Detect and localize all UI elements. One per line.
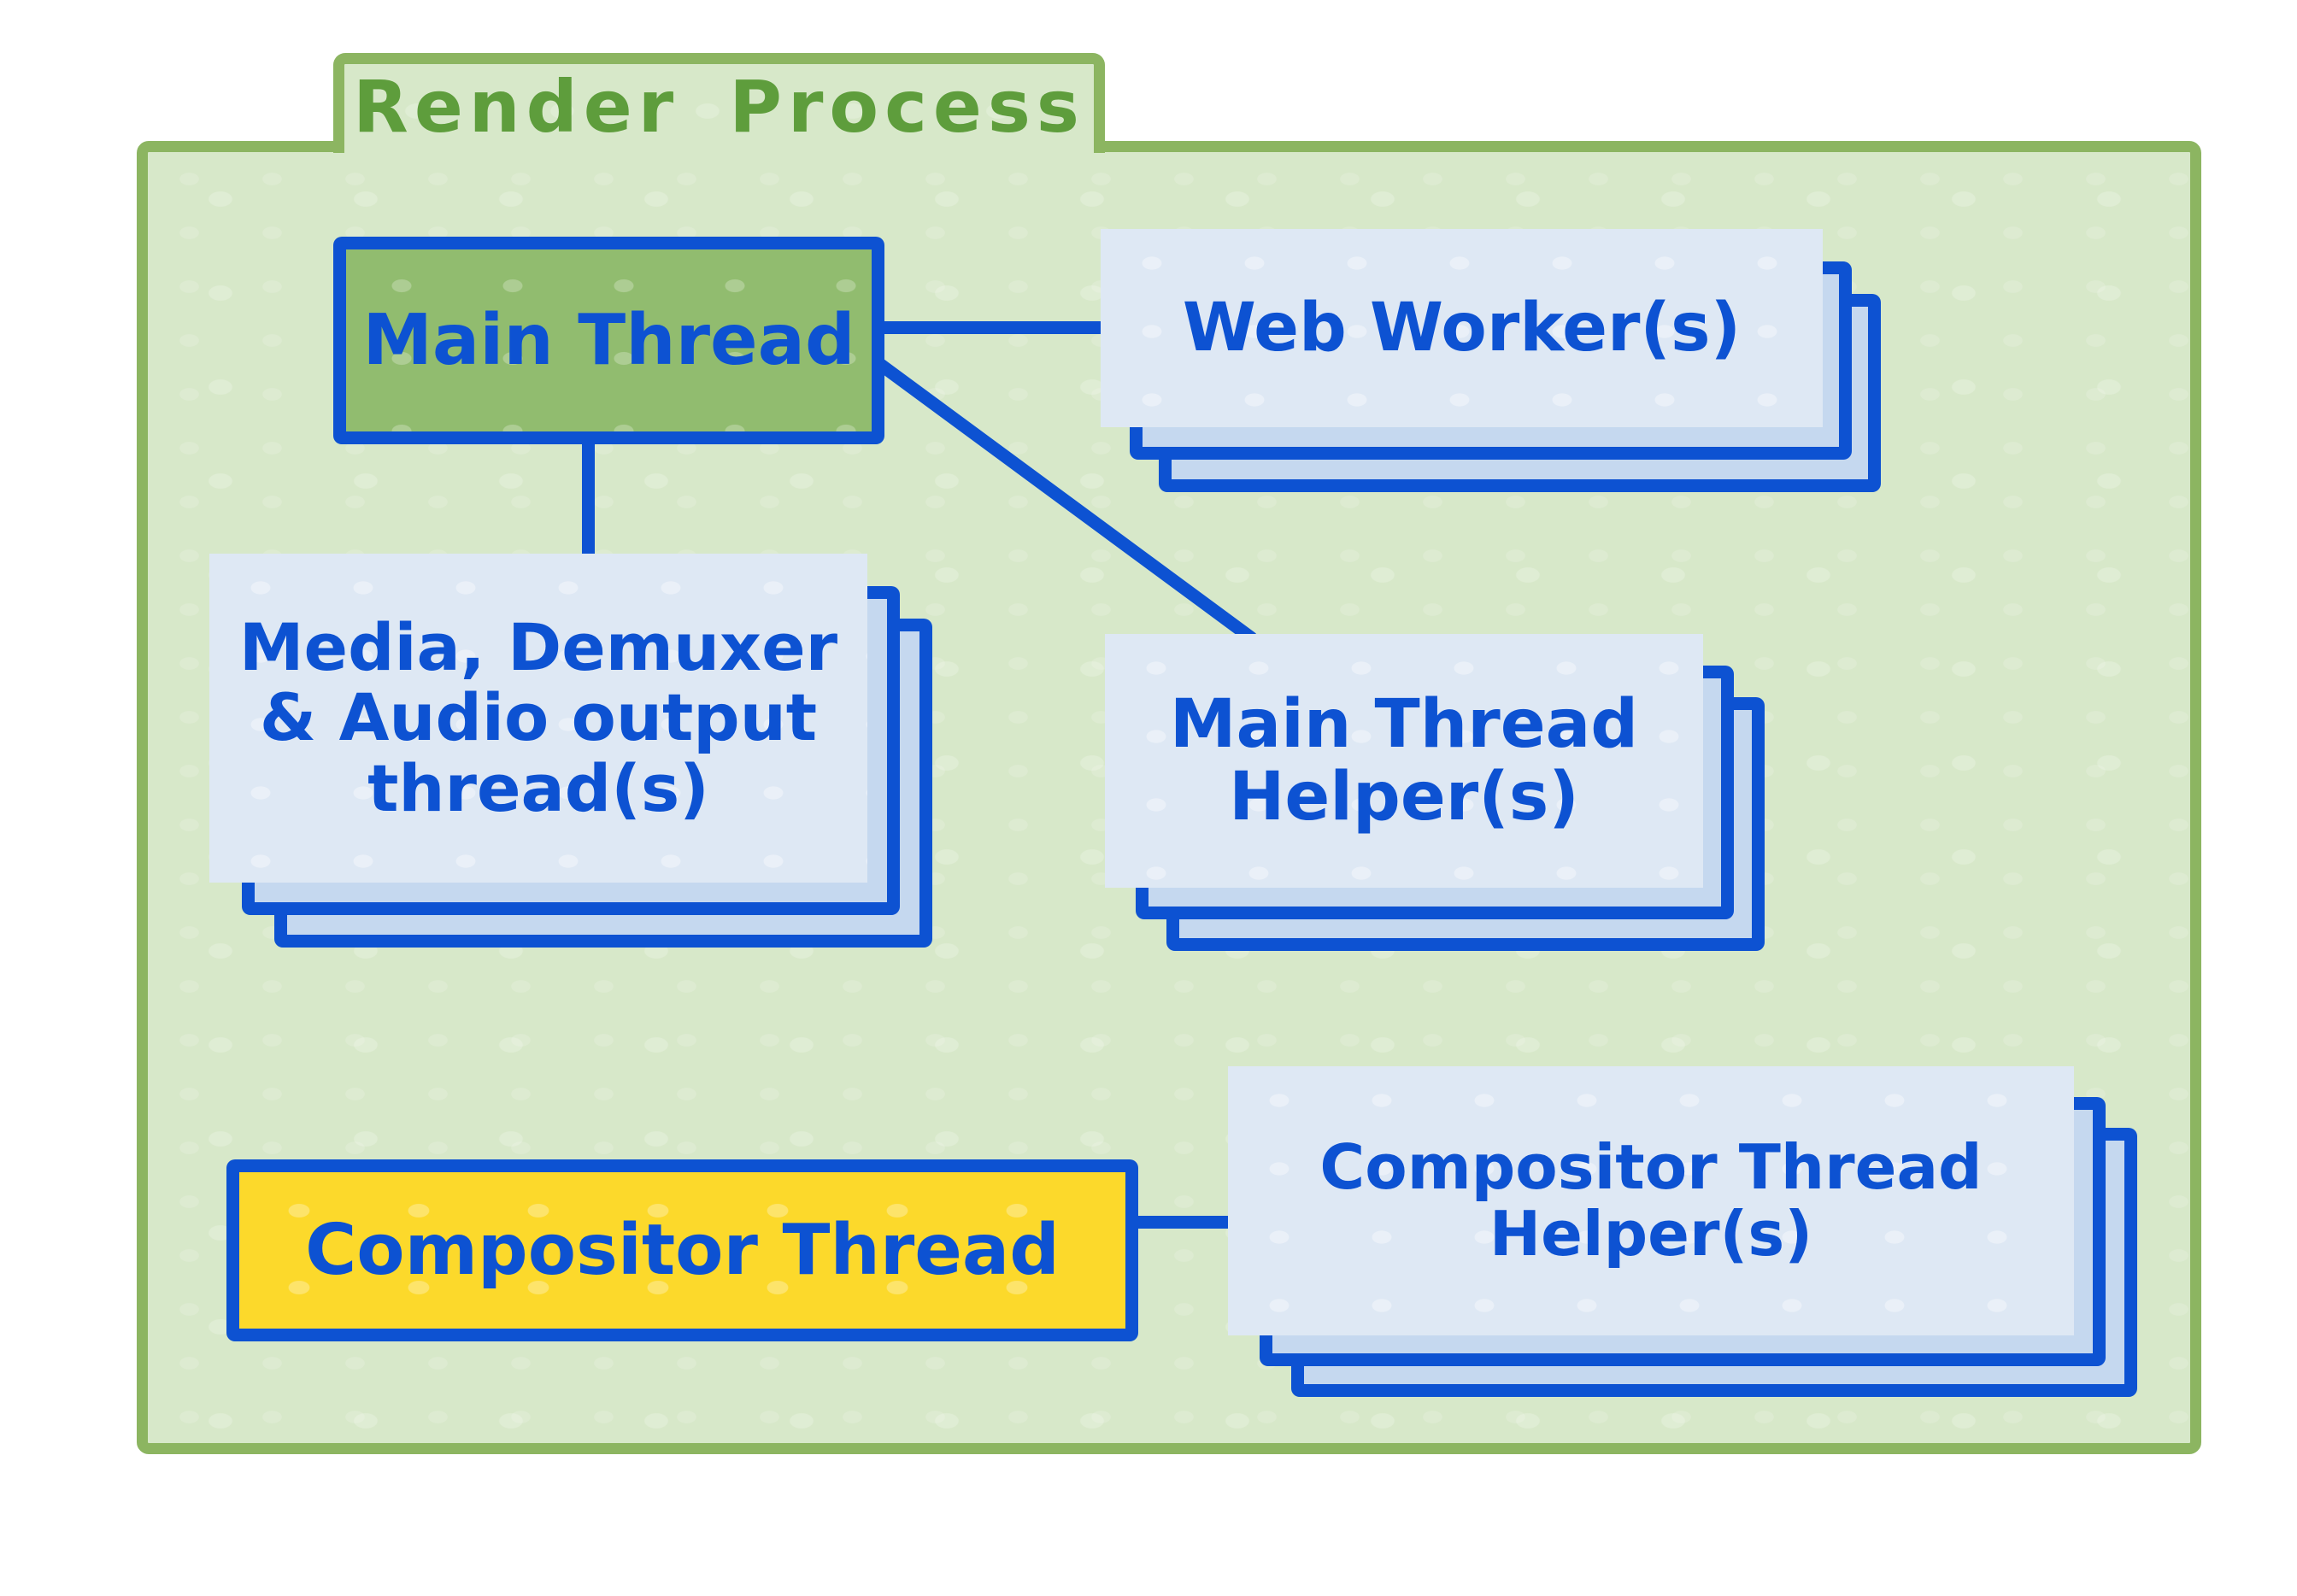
web-workers-label: Web Worker(s) [1182,290,1742,367]
edge-main-thread-to-media-threads [582,437,595,561]
main-thread-helpers-label: Main Thread Helper(s) [1169,686,1639,836]
render-process-tab: Render Process [333,53,1105,153]
web-workers-front-card: Web Worker(s) [1101,229,1823,427]
compositor-thread-label: Compositor Thread [305,1210,1060,1291]
edge-compositor-to-compositor-helpers [1130,1216,1234,1229]
compositor-helpers-label: Compositor Thread Helper(s) [1319,1130,1983,1270]
media-threads-front-card: Media, Demuxer & Audio output thread(s) [209,554,867,883]
edge-main-thread-to-web-workers [878,321,1106,334]
main-thread-helpers-front-card: Main Thread Helper(s) [1105,634,1703,888]
compositor-helpers-front-card: Compositor Thread Helper(s) [1228,1066,2074,1335]
node-compositor-thread: Compositor Thread [226,1159,1138,1341]
main-thread-label: Main Thread [362,300,855,381]
node-main-thread: Main Thread [333,237,884,444]
media-threads-label: Media, Demuxer & Audio output thread(s) [238,609,838,826]
diagram-title: Render Process [353,65,1085,149]
